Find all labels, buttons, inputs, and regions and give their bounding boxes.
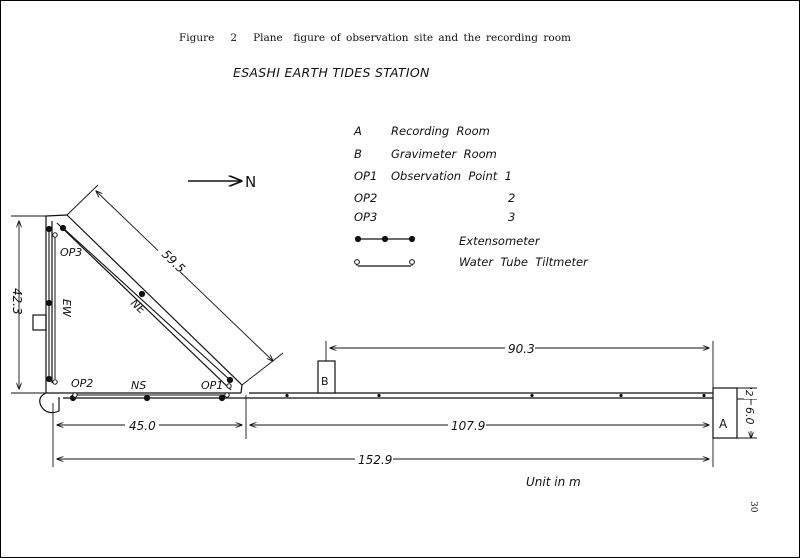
extensometer-ew — [45, 225, 53, 383]
dim-90-3-label: 90.3 — [508, 342, 535, 356]
recording-room-a: A — [712, 387, 738, 439]
legend-op2-code: OP2 — [354, 191, 378, 205]
dim-42-3 — [11, 215, 46, 394]
legend-b-code: B — [354, 147, 362, 161]
dim-42-3-label: 42.3 — [10, 288, 24, 315]
legend-a-desc: Recording Room — [391, 124, 490, 138]
legend-b-desc: Gravimeter Room — [391, 147, 497, 161]
gravimeter-room-b: B — [317, 360, 336, 394]
dim-2-label: 2 — [743, 390, 754, 396]
main-tunnel — [249, 392, 713, 399]
north-label: N — [245, 173, 256, 191]
legend-tiltmeter-label: Water Tube Tiltmeter — [459, 255, 588, 269]
dim-152-9-label: 152.9 — [358, 453, 392, 467]
ew-label: EW — [60, 299, 73, 318]
station-title: ESASHI EARTH TIDES STATION — [233, 65, 430, 80]
north-arrow: N — [188, 173, 256, 191]
legend-op2-num: 2 — [508, 191, 516, 205]
ns-label: NS — [131, 379, 146, 392]
legend-extensometer-symbol — [354, 235, 416, 243]
op2-label: OP2 — [71, 377, 93, 390]
legend-op1-desc: Observation Point 1 — [391, 169, 512, 183]
dim-45-0-label: 45.0 — [129, 419, 156, 433]
dim-59-5 — [66, 184, 284, 386]
op3-label: OP3 — [60, 246, 82, 259]
tiltmeter-ew — [52, 232, 58, 385]
legend-tiltmeter-symbol — [354, 259, 415, 267]
legend-op3-num: 3 — [508, 210, 516, 224]
unit-note: Unit in m — [526, 475, 581, 489]
ne-label: NE — [128, 297, 148, 317]
tiltmeter-ne — [226, 383, 232, 389]
dim-6-0-label: 6.0 — [743, 407, 756, 425]
legend-op3-code: OP3 — [354, 210, 378, 224]
extensometer-ne — [59, 224, 234, 384]
tiltmeter-ns — [72, 392, 230, 398]
legend-extensometer-label: Extensometer — [459, 234, 540, 248]
legend-a-code: A — [354, 124, 362, 138]
room-b-label: B — [321, 375, 329, 388]
dim-107-9-label: 107.9 — [451, 419, 485, 433]
figure-caption: Figure 2 Plane figure of observation sit… — [179, 32, 571, 44]
legend-op1-code: OP1 — [354, 169, 378, 183]
extensometer-ns — [69, 394, 226, 402]
op1-label: OP1 — [201, 379, 223, 392]
tunnel-stations — [285, 393, 706, 398]
room-a-label: A — [719, 417, 728, 431]
